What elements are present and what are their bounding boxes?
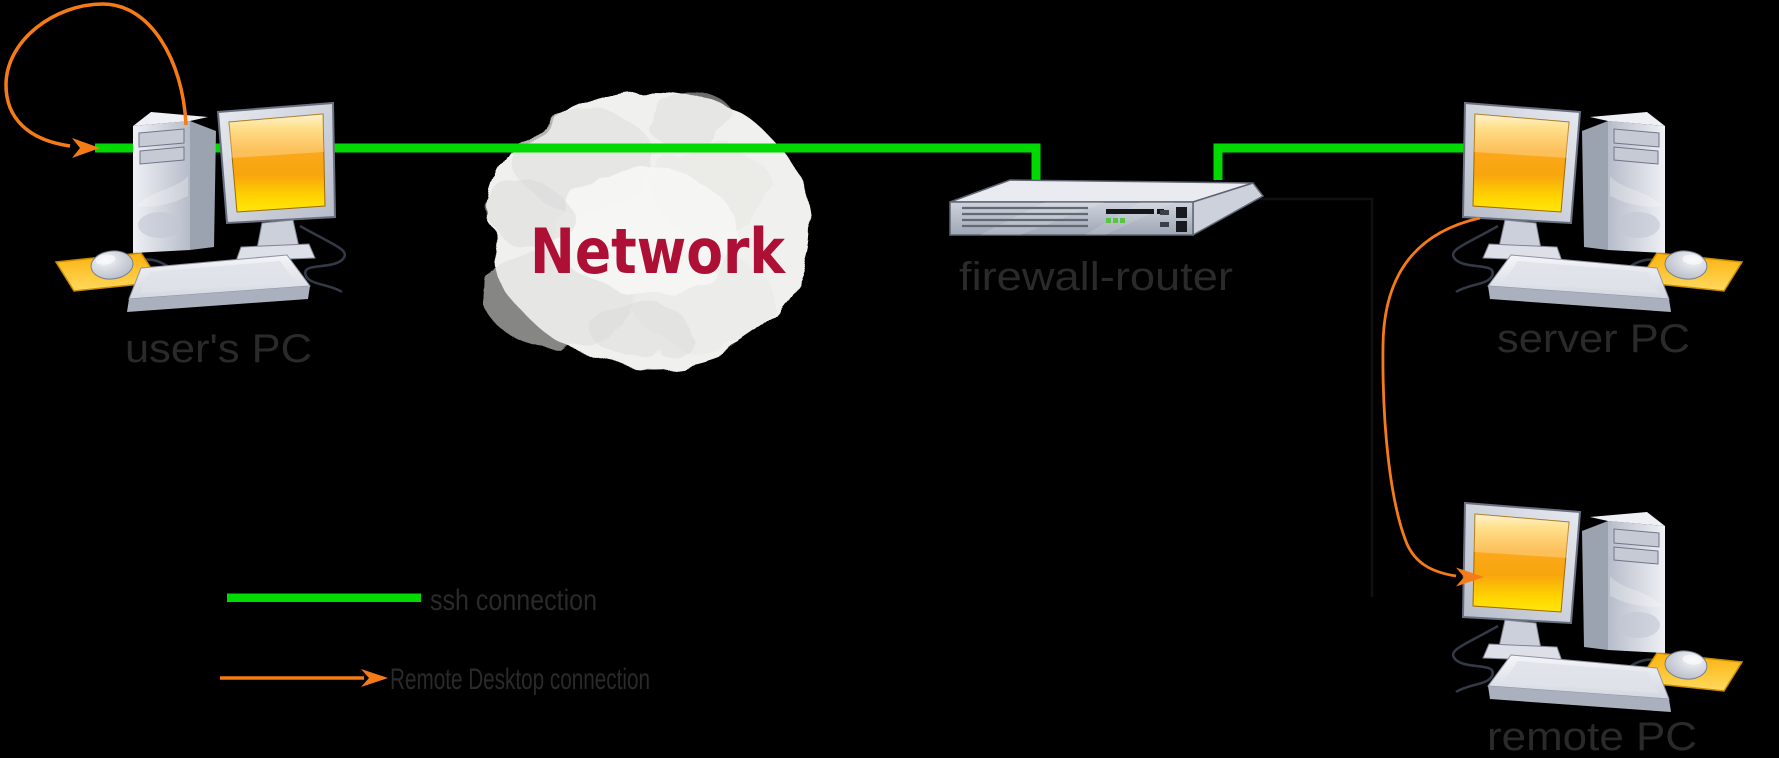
- server-pc-label: server PC: [1497, 317, 1690, 361]
- firewall-router-label: firewall-router: [959, 255, 1233, 299]
- drive-slot: [1106, 209, 1154, 214]
- server-pc-illustration: [1451, 101, 1744, 314]
- legend-ssh-swatch: [227, 593, 421, 602]
- rdp-self-loop-arrow: [4, 2, 188, 158]
- arrowhead: [72, 138, 100, 158]
- firewall-router-illustration: [949, 179, 1265, 237]
- legend: ssh connection Remote Desktop connection: [220, 584, 650, 696]
- network-cloud-label: Network: [530, 215, 787, 288]
- rdp-arrow-server-to-remote: [1381, 216, 1484, 587]
- legend-rdp-arrowhead: [361, 669, 388, 687]
- status-leds: [1106, 218, 1125, 223]
- ssh-line-user-to-router: [95, 143, 1041, 180]
- network-cloud: [485, 90, 810, 366]
- legend-ssh-label: ssh connection: [430, 584, 597, 617]
- vent-lines: [962, 206, 1088, 228]
- ports: [1160, 207, 1187, 232]
- ssh-line-router-to-server: [1213, 143, 1480, 180]
- remote-pc-illustration: [1451, 501, 1744, 714]
- user-pc-illustration: [54, 101, 347, 314]
- user-pc-label: user's PC: [125, 327, 312, 371]
- arrowhead: [1456, 567, 1484, 587]
- legend-rdp-label: Remote Desktop connection: [390, 663, 650, 696]
- remote-pc-label: remote PC: [1487, 715, 1697, 758]
